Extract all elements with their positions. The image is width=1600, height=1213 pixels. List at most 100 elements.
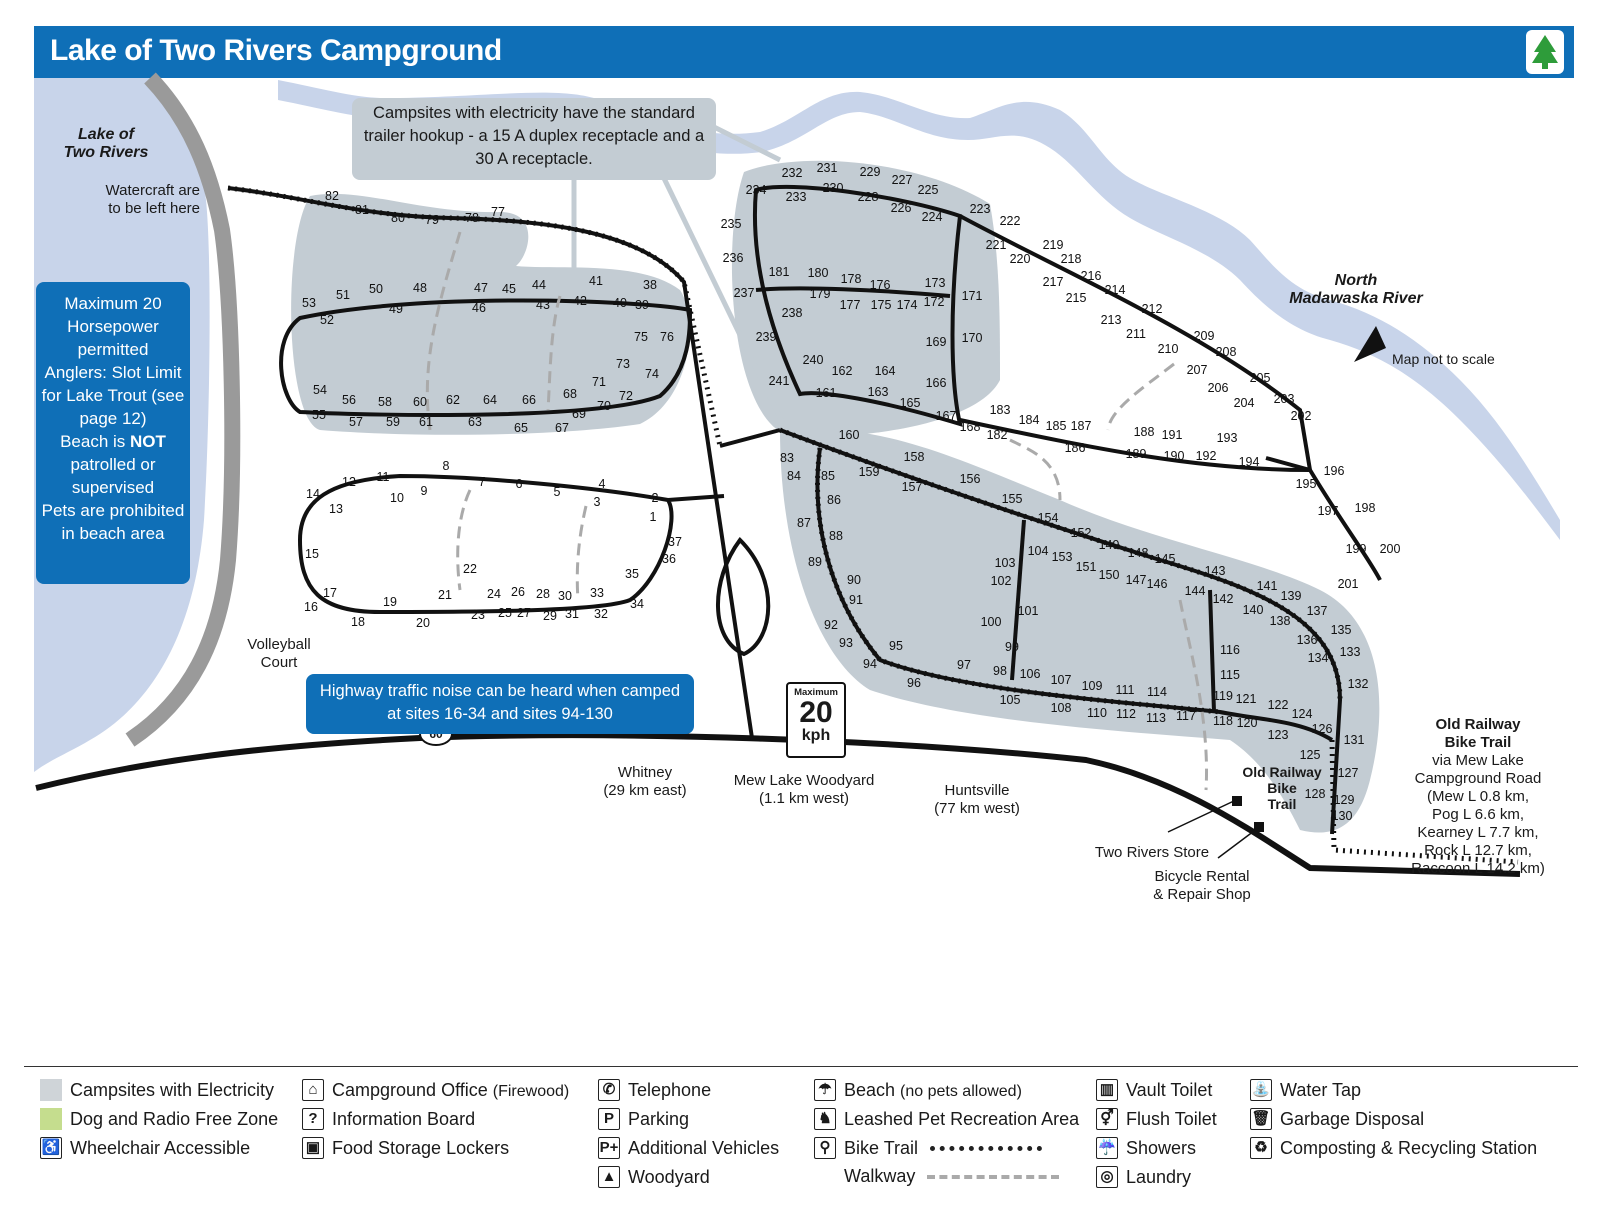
campsite-95: 95 [889,639,903,653]
campsite-112: 112 [1116,707,1136,721]
campsite-73: 73 [616,357,630,371]
campsite-91: 91 [849,593,863,607]
campsite-16: 16 [304,600,318,614]
campsite-175: 175 [871,298,892,312]
road-roundabout [716,536,771,657]
campsite-232: 232 [782,166,803,180]
electric-zone-c [780,428,1380,833]
campsite-208: 208 [1216,345,1237,359]
campsite-203: 203 [1274,392,1295,406]
campsite-37: 37 [668,535,682,549]
campsite-207: 207 [1187,363,1208,377]
river-shape [278,80,1560,540]
campsite-197: 197 [1318,504,1339,518]
campsite-75: 75 [634,330,648,344]
wheelchair-icon: ♿ [40,1137,62,1159]
campsite-72: 72 [619,389,633,403]
bike-icon: ⚲ [814,1137,836,1159]
campsite-31: 31 [565,607,579,621]
campsite-66: 66 [522,393,536,407]
campsite-194: 194 [1239,455,1260,469]
campsite-193: 193 [1217,431,1238,445]
legend-garbage: 🗑Garbage Disposal [1250,1108,1425,1130]
campsite-224: 224 [922,210,943,224]
campsite-137: 137 [1307,604,1328,618]
campsite-90: 90 [847,573,861,587]
campsite-185: 185 [1046,419,1067,433]
campsite-70: 70 [597,399,611,413]
campsite-59: 59 [386,415,400,429]
campsite-76: 76 [660,330,674,344]
food-locker-icon: ▣ [302,1137,324,1159]
campsite-20: 20 [416,616,430,630]
campsite-168: 168 [960,420,981,434]
campsite-221: 221 [986,238,1007,252]
campsite-120: 120 [1237,716,1258,730]
road-loop-south-west [297,473,725,615]
bike-shop-marker [1254,822,1264,832]
legend-wheelchair: ♿Wheelchair Accessible [40,1137,251,1159]
legend-laundry: ◎Laundry [1096,1166,1191,1188]
campsite-64: 64 [483,393,497,407]
campsite-196: 196 [1324,464,1345,478]
campsite-227: 227 [892,173,913,187]
campsite-25: 25 [498,606,512,620]
campsite-127: 127 [1338,766,1359,780]
campsite-6: 6 [516,477,523,491]
campsite-99: 99 [1005,640,1019,654]
campsite-240: 240 [803,353,824,367]
campsite-202: 202 [1291,409,1312,423]
campsite-200: 200 [1380,542,1401,556]
walkway-1 [425,231,462,431]
campsite-58: 58 [378,395,392,409]
campsite-124: 124 [1292,707,1313,721]
campsite-233: 233 [786,190,807,204]
campsite-241: 241 [769,374,790,388]
campsite-101: 101 [1018,604,1039,618]
campsite-158: 158 [904,450,925,464]
campsite-136: 136 [1297,633,1318,647]
electric-zone-b [731,160,1000,437]
campsite-17: 17 [323,586,337,600]
campsite-191: 191 [1162,428,1183,442]
campsite-140: 140 [1243,603,1264,617]
campsite-235: 235 [721,217,742,231]
walkway-7 [1178,599,1209,791]
campsite-215: 215 [1066,291,1087,305]
campsite-74: 74 [645,367,659,381]
campsite-27: 27 [517,606,531,620]
campsite-141: 141 [1257,579,1278,593]
road-cross [755,286,951,298]
map-header: Lake of Two Rivers Campground [34,26,1574,78]
campsite-97: 97 [957,658,971,672]
campsite-68: 68 [563,387,577,401]
campsite-213: 213 [1101,313,1122,327]
campsite-106: 106 [1020,667,1041,681]
campsite-38: 38 [643,278,657,292]
campsite-50: 50 [369,282,383,296]
campsite-129: 129 [1334,793,1355,807]
park-logo [1526,30,1564,74]
campsite-92: 92 [824,618,838,632]
campsite-205: 205 [1250,371,1271,385]
campsite-113: 113 [1146,711,1166,725]
campsite-65: 65 [514,421,528,435]
campsite-147: 147 [1126,573,1147,587]
campsite-138: 138 [1270,614,1291,628]
bike-trail-exit [1329,739,1519,865]
speed-limit-value: 20 [799,696,833,729]
campsite-53: 53 [302,296,316,310]
campsite-84: 84 [787,469,801,483]
campsite-187: 187 [1071,419,1092,433]
campsite-67: 67 [555,421,569,435]
campsite-149: 149 [1099,538,1120,552]
legend-dog-radio: Dog and Radio Free Zone [40,1108,278,1130]
campsite-184: 184 [1019,413,1040,427]
campsite-104: 104 [1028,544,1049,558]
campsite-71: 71 [592,375,606,389]
campsite-39: 39 [635,298,649,312]
old-railway-title: Old Railway Bike Trail [1435,716,1521,751]
